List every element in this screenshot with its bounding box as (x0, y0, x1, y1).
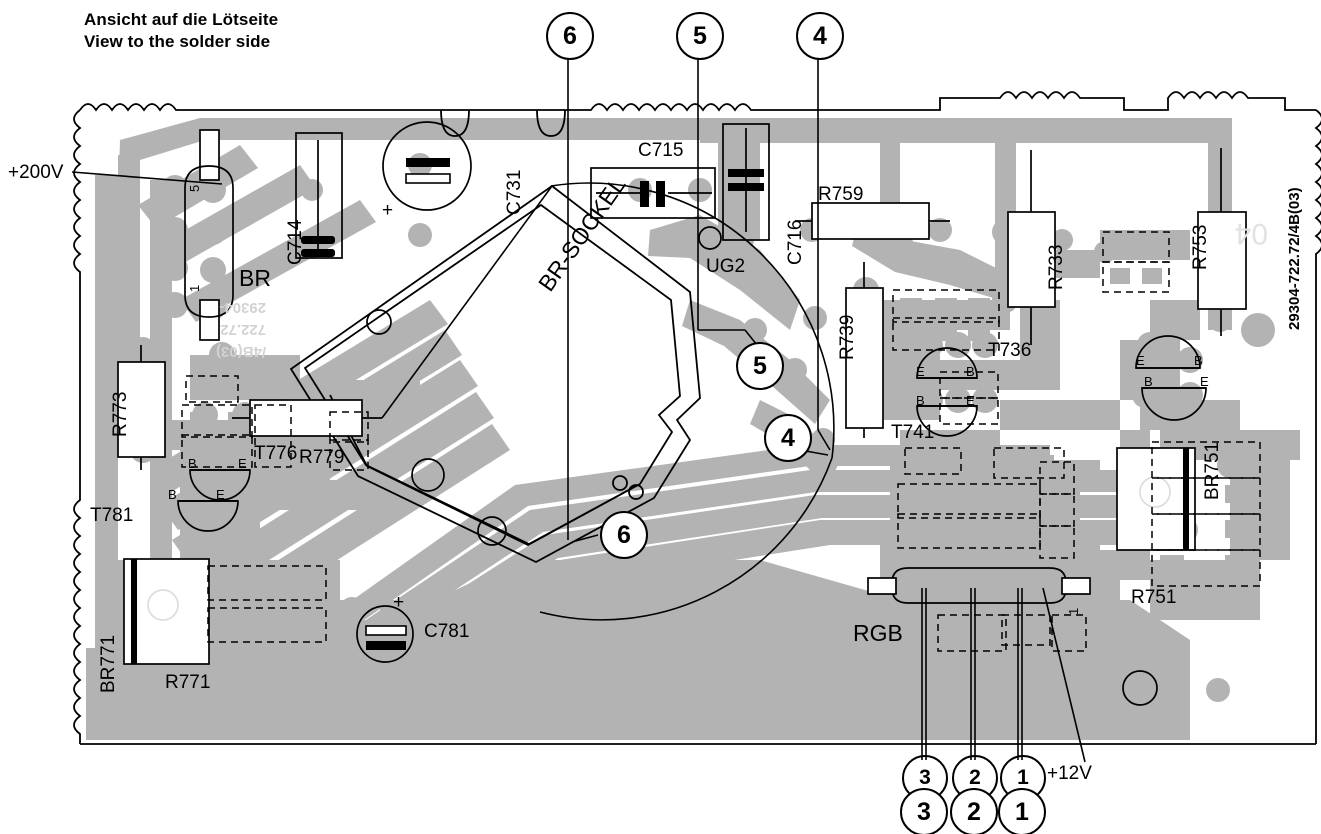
callout-top-5[interactable]: 5 (676, 12, 724, 60)
label-c781: C781 (424, 621, 470, 642)
callout-bottom-b-3[interactable]: 3 (900, 788, 948, 834)
pin-number-br-5: 5 (187, 184, 202, 192)
pin-label-t736-e: E (916, 364, 925, 379)
pin-label-right-top-b: B (1194, 353, 1203, 368)
label-r739: R739 (837, 314, 858, 360)
polarity-plus-c731: + (382, 200, 394, 221)
label-c714: C714 (285, 219, 306, 265)
label-t781: T781 (90, 505, 134, 526)
pin-label-t776-e: E (238, 456, 247, 471)
callout-inner-6[interactable]: 6 (600, 511, 648, 559)
label-r733: R733 (1046, 244, 1067, 290)
label-br751: BR751 (1202, 441, 1223, 500)
label-supply-12v: +12V (1047, 763, 1092, 784)
ghost-board-code-line2: 722.72 (220, 321, 266, 338)
label-t741: T741 (891, 422, 935, 443)
leader-lines (71, 56, 1086, 763)
crt-neck-arc (539, 182, 835, 621)
label-r751: R751 (1131, 587, 1177, 608)
polarity-plus-c781: + (393, 592, 405, 613)
pin-label-t781-b: B (168, 487, 177, 502)
capacitor-symbols (301, 158, 764, 650)
title-line-german: Ansicht auf die Lötseite (84, 10, 279, 29)
pin-label-t781-e: E (216, 487, 225, 502)
label-br: BR (239, 265, 271, 291)
label-c716: C716 (785, 219, 806, 265)
transistor-symbols (177, 335, 1207, 532)
ghost-board-code-line1: 29304- (219, 299, 266, 316)
label-t776: T776 (254, 443, 298, 464)
callout-inner-4[interactable]: 4 (764, 414, 812, 462)
callout-bottom-b-2[interactable]: 2 (950, 788, 998, 834)
pin-label-right-top-e: E (1136, 353, 1145, 368)
label-connector-rgb: RGB (853, 620, 903, 646)
component-outlines (117, 121, 1247, 706)
label-t736: T736 (988, 340, 1032, 361)
pin-number-br-1: 1 (187, 284, 202, 292)
label-c731: C731 (504, 169, 525, 215)
pin-label-t736-b: B (966, 364, 975, 379)
label-c715: C715 (638, 140, 684, 161)
ghost-board-code-line3: /4B(03) (215, 343, 266, 360)
callout-top-4[interactable]: 4 (796, 12, 844, 60)
label-r759: R759 (818, 184, 864, 205)
copper-traces (86, 118, 1300, 740)
ghost-number-04: 04 (1234, 217, 1268, 250)
board-outline (73, 91, 1321, 745)
label-r779: R779 (299, 447, 345, 468)
pin-label-t776-b: B (188, 456, 197, 471)
callout-bottom-b-1[interactable]: 1 (998, 788, 1046, 834)
label-board-code: 29304-722.72/4B(03) (1286, 187, 1303, 330)
pin-label-t741-e: E (966, 393, 975, 408)
label-r753: R753 (1190, 224, 1211, 270)
label-r773: R773 (110, 391, 131, 437)
pin-label-t741-b: B (916, 393, 925, 408)
pin-label-right-bot-e: E (1200, 374, 1209, 389)
label-r771: R771 (165, 672, 211, 693)
title-line-english: View to the solder side (84, 32, 271, 51)
callout-inner-5[interactable]: 5 (736, 342, 784, 390)
pin-number-rgb-1: 1 (1066, 607, 1081, 615)
label-supply-200v: +200V (8, 162, 64, 183)
label-ug2: UG2 (706, 256, 746, 277)
label-br771: BR771 (98, 634, 119, 693)
callout-top-6[interactable]: 6 (546, 12, 594, 60)
pin-label-right-bot-b: B (1144, 374, 1153, 389)
smd-outlines (181, 231, 1261, 652)
